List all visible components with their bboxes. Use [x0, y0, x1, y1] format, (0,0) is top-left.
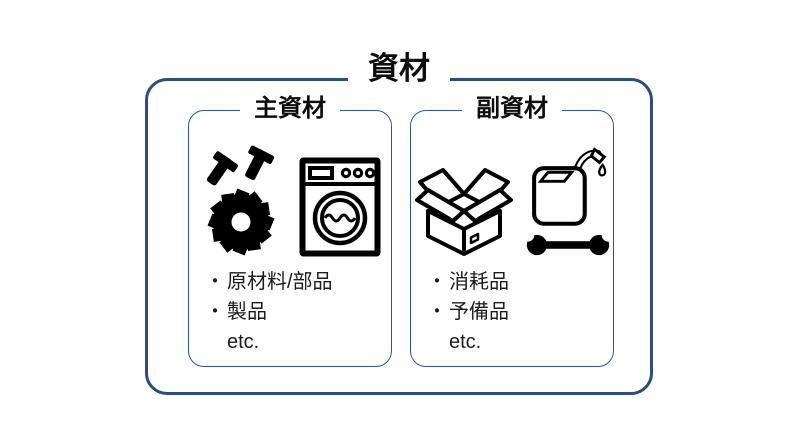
panel-sub-materials-title: 副資材 [462, 94, 562, 124]
list-item-label: 原材料/部品 [227, 271, 333, 293]
panel-main-materials: 主資材 [188, 94, 392, 367]
circular-saw-blade-icon [207, 188, 275, 256]
list-item-label: 予備品 [449, 301, 509, 323]
cardboard-box-icon [414, 151, 514, 257]
list-item-label: 製品 [227, 301, 267, 323]
etc-label: etc. [449, 331, 482, 353]
panel-sub-materials: 副資材 [410, 94, 614, 367]
list-item-label: 消耗品 [449, 271, 509, 293]
main-materials-list: ・ 原材料/部品 ・ 製品 etc. [205, 267, 385, 357]
bullet-glyph: ・ [205, 271, 225, 293]
sub-materials-list: ・ 消耗品 ・ 予備品 etc. [427, 267, 607, 357]
list-item: ・ 製品 [205, 297, 385, 327]
list-item: ・ 消耗品 [427, 267, 607, 297]
oil-can-icon [529, 147, 607, 227]
sub-materials-icons [411, 143, 613, 257]
list-item: ・ 予備品 [427, 297, 607, 327]
bolt-and-saw-blade-icon [199, 145, 287, 257]
bolt-icon [206, 145, 275, 186]
etc-label: etc. [227, 331, 260, 353]
bullet-glyph: ・ [205, 301, 225, 323]
washing-machine-icon [299, 157, 381, 257]
bullet-glyph: ・ [427, 271, 447, 293]
panel-main-materials-title: 主資材 [240, 94, 340, 124]
main-materials-icons [189, 143, 391, 257]
bullet-glyph: ・ [427, 301, 447, 323]
oil-drop [598, 163, 607, 177]
materials-group-box: 資材 主資材 [145, 48, 653, 395]
list-item: ・ 原材料/部品 [205, 267, 385, 297]
wrench-icon [526, 233, 610, 257]
oil-can-and-wrench [526, 147, 610, 257]
diagram-title: 資材 [348, 48, 450, 90]
